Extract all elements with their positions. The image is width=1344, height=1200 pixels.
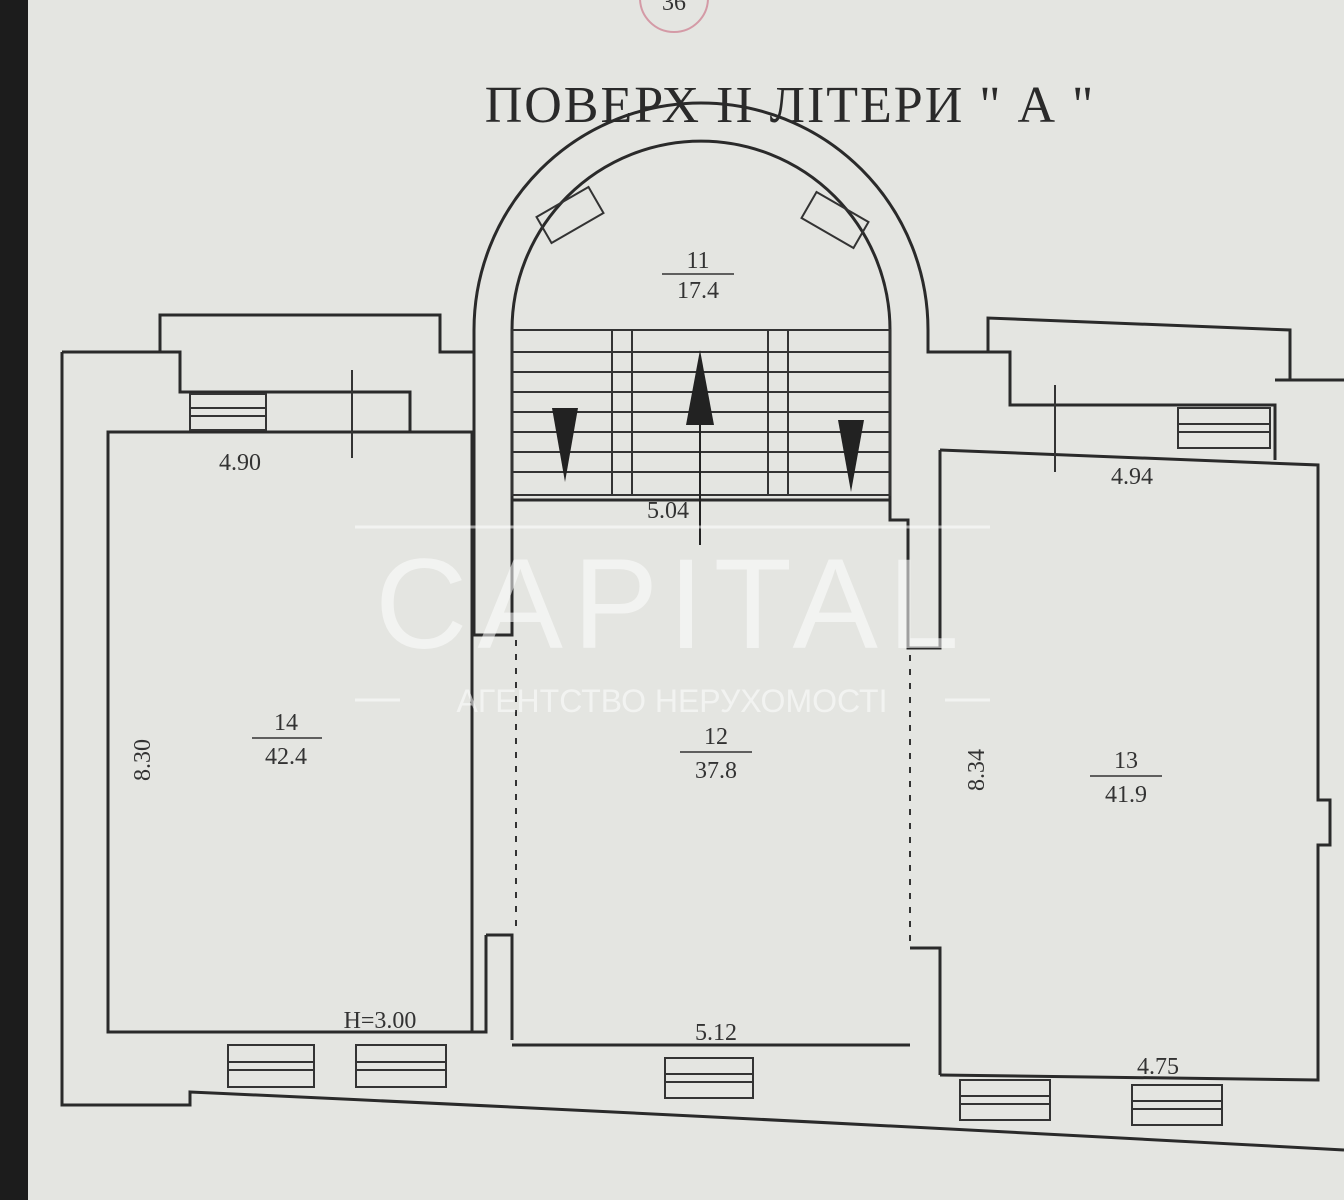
svg-text:11: 11 <box>686 248 709 274</box>
walls <box>60 101 1344 1152</box>
dark-edge-strip <box>0 0 28 1200</box>
watermark-logo: CAPITAL АГЕНТСТВО НЕРУХОМОСТІ <box>355 525 990 719</box>
svg-text:13: 13 <box>1114 748 1138 774</box>
dimension-labels: 4.90 8.30 Н=3.00 5.04 5.12 4.94 8.34 4.7… <box>130 450 1179 1080</box>
svg-text:17.4: 17.4 <box>677 278 719 304</box>
plan-title: ПОВЕРХ II ЛІТЕРИ " А " <box>485 77 1096 134</box>
arrow-up-icon <box>686 350 714 425</box>
dim-room13-bottom: 4.75 <box>1137 1054 1179 1080</box>
staircase <box>511 329 891 545</box>
room-14-label: 14 42.4 <box>252 710 322 770</box>
svg-text:АГЕНТСТВО НЕРУХОМОСТІ: АГЕНТСТВО НЕРУХОМОСТІ <box>457 683 888 719</box>
svg-text:41.9: 41.9 <box>1105 782 1147 808</box>
page-number: 36 <box>662 0 686 16</box>
dim-room14-height: 8.30 <box>130 739 156 781</box>
svg-text:42.4: 42.4 <box>265 744 307 770</box>
dim-room13-top: 4.94 <box>1111 464 1153 490</box>
arrow-down-icon <box>838 420 864 492</box>
room-12-label: 12 37.8 <box>680 724 752 784</box>
dim-room12-top: 5.04 <box>647 498 689 524</box>
dim-room12-bottom: 5.12 <box>695 1020 737 1046</box>
svg-text:CAPITAL: CAPITAL <box>375 533 969 676</box>
svg-text:12: 12 <box>704 724 728 750</box>
dim-ceiling-height: Н=3.00 <box>344 1008 417 1034</box>
windows <box>189 185 1271 1126</box>
svg-text:37.8: 37.8 <box>695 758 737 784</box>
dim-room14-top: 4.90 <box>219 450 261 476</box>
page-number-stamp: 36 <box>639 0 709 33</box>
room-13-label: 13 41.9 <box>1090 748 1162 808</box>
svg-text:14: 14 <box>274 710 298 736</box>
room-11-label: 11 17.4 <box>662 248 734 304</box>
arrow-down-icon <box>552 408 578 482</box>
dim-room13-height: 8.34 <box>964 749 990 791</box>
